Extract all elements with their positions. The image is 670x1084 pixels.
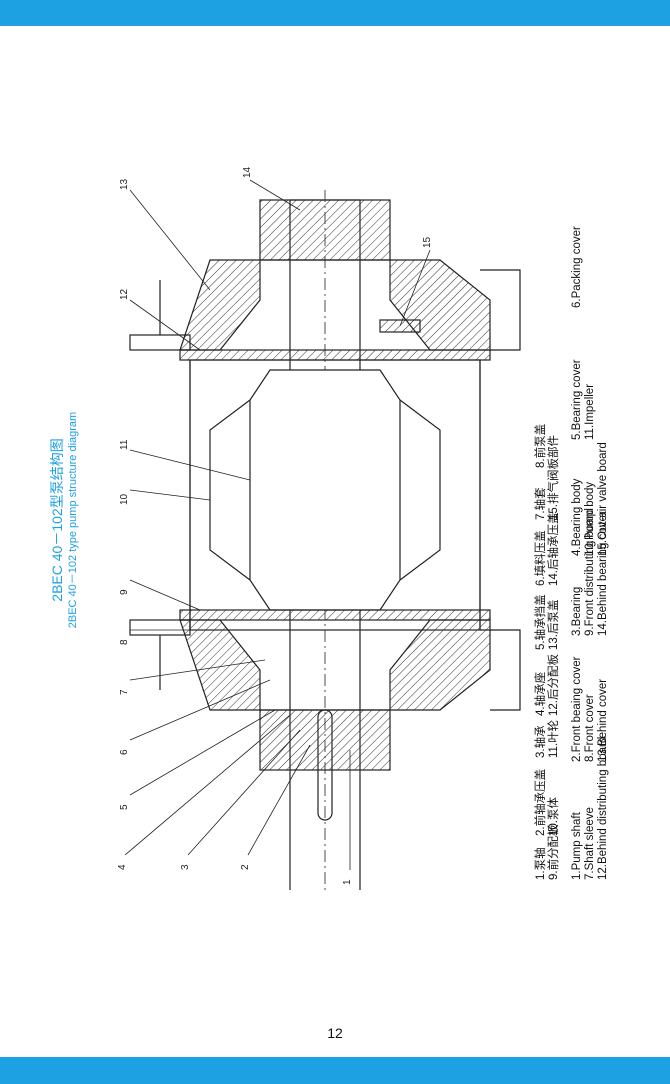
callout-15: 15 bbox=[422, 236, 433, 248]
page-number: 12 bbox=[327, 1025, 343, 1041]
callout-5: 5 bbox=[119, 804, 130, 810]
legend-en-item: 8.Front cover bbox=[584, 694, 596, 762]
legend-en-item: 6.Packing cover bbox=[571, 226, 583, 308]
callout-14: 14 bbox=[242, 166, 253, 178]
callout-13: 13 bbox=[119, 178, 130, 190]
legend-zh-item: 6.填料压盖 bbox=[535, 530, 547, 586]
callout-3: 3 bbox=[180, 864, 191, 870]
behind-bearing-body bbox=[259, 199, 391, 261]
legend-zh-item: 8.前泵盖 bbox=[535, 423, 547, 468]
legend-en-item: 15.Out-air valve board bbox=[597, 442, 609, 556]
title-english: 2BEC 40－102 type pump structure diagram bbox=[67, 411, 79, 629]
legend-en-item: 5.Bearing cover bbox=[571, 359, 583, 440]
legend: 1.泵轴 2.前轴承压盖 3.轴承 4.轴承座 5.轴承挡盖 6.填料压盖 7.轴套 8.前泵… bbox=[535, 180, 645, 880]
legend-en-item: 9.Front distributing board bbox=[584, 508, 596, 636]
legend-en-item: 13.Behind cover bbox=[597, 678, 609, 762]
legend-zh-item: 3.轴承 bbox=[535, 725, 547, 758]
legend-zh-item: 7.轴套 bbox=[535, 487, 547, 520]
legend-chinese: 1.泵轴 2.前轴承压盖 3.轴承 4.轴承座 5.轴承挡盖 6.填料压盖 7.轴套 8.前泵… bbox=[535, 180, 561, 880]
support-foot-front bbox=[480, 629, 521, 711]
legend-en-item: 4.Bearing body bbox=[571, 478, 583, 556]
legend-zh-item: 1.泵轴 bbox=[535, 847, 547, 880]
legend-zh-item: 15.排气阀板部件 bbox=[548, 435, 560, 520]
legend-english: 1.Pump shaft 2.Front beaing cover 3.Bearin… bbox=[571, 180, 610, 880]
callout-6: 6 bbox=[119, 749, 130, 755]
legend-en-row: 1.Pump shaft 2.Front beaing cover 3.Bearin… bbox=[571, 180, 584, 880]
legend-en-item: 7.Shaft sleeve bbox=[584, 807, 596, 880]
callout-4: 4 bbox=[117, 864, 128, 870]
front-distributing-board bbox=[179, 609, 491, 621]
legend-zh-item: 10.泵体 bbox=[548, 797, 560, 836]
diagram-title: 2BEC 40－102型泵结构图 2BEC 40－102 type pump s… bbox=[48, 300, 108, 740]
callout-1: 1 bbox=[342, 879, 353, 885]
legend-zh-row: 1.泵轴 2.前轴承压盖 3.轴承 4.轴承座 5.轴承挡盖 6.填料压盖 7.轴套 8.前泵… bbox=[535, 180, 548, 880]
title-chinese: 2BEC 40－102型泵结构图 bbox=[49, 438, 65, 602]
callout-2: 2 bbox=[240, 864, 251, 870]
legend-en-item: 10.Pump body bbox=[584, 481, 596, 556]
support-foot-behind bbox=[480, 269, 521, 351]
legend-en-row: 7.Shaft sleeve 8.Front cover 9.Front distr… bbox=[584, 180, 597, 880]
legend-en-item: 3.Bearing bbox=[571, 586, 583, 636]
callout-12: 12 bbox=[119, 288, 130, 300]
legend-zh-item: 4.轴承座 bbox=[535, 671, 547, 716]
top-band bbox=[0, 0, 670, 26]
callout-11: 11 bbox=[119, 439, 130, 450]
legend-en-item: 2.Front beaing cover bbox=[571, 656, 583, 762]
pump-cross-section-drawing: 1 2 3 4 5 6 7 8 9 10 11 12 13 14 15 bbox=[117, 166, 521, 890]
legend-zh-item: 9.前分配板 bbox=[548, 824, 560, 880]
legend-en-item: 12.Behind distributing board bbox=[597, 736, 609, 880]
legend-zh-item: 5.轴承挡盖 bbox=[535, 594, 547, 650]
legend-zh-item: 13.后泵盖 bbox=[548, 599, 560, 651]
legend-zh-item: 2.前轴承压盖 bbox=[535, 768, 547, 836]
legend-zh-item: 11.叶轮 bbox=[548, 719, 560, 758]
legend-en-item: 11.Impeller bbox=[584, 383, 596, 440]
legend-zh-item: 12.后分配板 bbox=[548, 654, 560, 716]
callout-7: 7 bbox=[119, 689, 130, 695]
bottom-band bbox=[0, 1057, 670, 1084]
front-bearing-body bbox=[259, 709, 391, 771]
impeller bbox=[249, 369, 401, 611]
callout-9: 9 bbox=[119, 589, 130, 595]
behind-distributing-board bbox=[179, 349, 491, 361]
callout-8: 8 bbox=[119, 639, 130, 645]
legend-en-item: 1.Pump shaft bbox=[571, 812, 583, 880]
legend-en-item: 14.Behind bearing cover bbox=[597, 511, 609, 636]
legend-zh-item: 14.后轴承压盖 bbox=[548, 512, 560, 587]
callout-10: 10 bbox=[119, 493, 130, 505]
